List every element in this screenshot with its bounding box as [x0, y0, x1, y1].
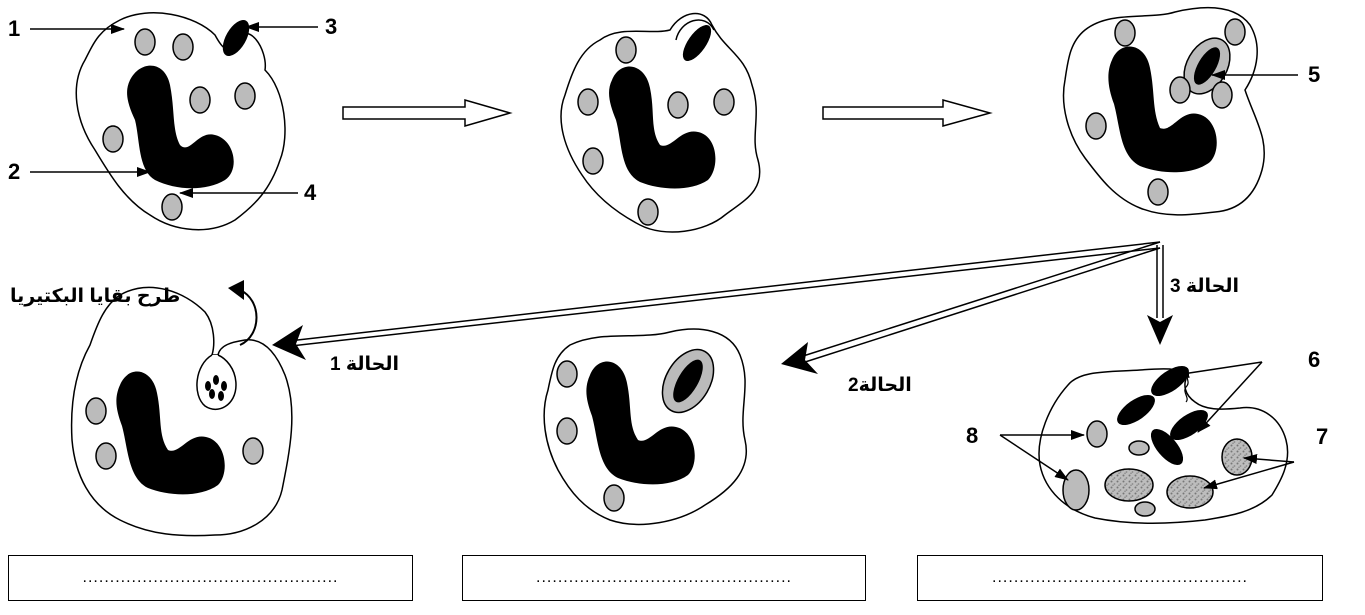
arrowhead-case-2 — [781, 342, 818, 374]
caption-case-2: الحالة2 — [848, 375, 912, 396]
granule — [713, 88, 735, 116]
bacterium — [1170, 409, 1208, 441]
granule — [556, 360, 578, 388]
bacterium — [673, 359, 703, 403]
arrowhead-case-3 — [1147, 315, 1173, 345]
cell-1-nucleus — [127, 65, 234, 189]
pointer-6a — [1175, 361, 1263, 379]
answer-box-case-3[interactable]: ........................................… — [917, 555, 1323, 601]
cell-3 — [1062, 7, 1298, 216]
granule — [242, 437, 264, 465]
granule — [1211, 81, 1233, 109]
granule — [1062, 469, 1090, 511]
cell-1 — [30, 12, 318, 231]
label-4: 4 — [304, 180, 317, 205]
label-6: 6 — [1308, 347, 1321, 372]
bacteria-fragment — [209, 389, 215, 399]
label-2: 2 — [8, 159, 21, 184]
bacterium — [1150, 428, 1184, 466]
pointer-7a — [1243, 454, 1295, 465]
granule — [603, 484, 625, 512]
process-arrow — [822, 99, 993, 127]
cell-2-nucleus — [609, 66, 716, 189]
granule — [95, 442, 117, 470]
expel-arrowhead — [228, 280, 244, 300]
granule — [615, 36, 637, 64]
granule — [1169, 76, 1191, 104]
granule — [1128, 440, 1150, 456]
granule — [1085, 112, 1107, 140]
cell-2-membrane — [560, 12, 761, 233]
pointer-6b — [1197, 361, 1263, 433]
granule — [582, 147, 604, 175]
cell-2-vacuole-edge — [675, 19, 715, 41]
answer-box-case-1[interactable]: ........................................… — [8, 555, 413, 601]
digested-bacterium — [1104, 468, 1154, 502]
cell-case-3 — [999, 361, 1295, 524]
process-arrow — [342, 99, 513, 127]
granule — [1114, 19, 1136, 47]
granule — [556, 417, 578, 445]
cell-case-1-nucleus — [116, 371, 225, 495]
caption-case-3: الحالة 3 — [1170, 276, 1239, 297]
granule — [1086, 420, 1108, 448]
digested-bacterium — [1221, 438, 1253, 476]
cell-case-1-membrane — [70, 286, 293, 537]
granule — [667, 91, 689, 119]
bacteria-fragment — [221, 381, 227, 391]
granule — [637, 198, 659, 226]
cell-2 — [560, 12, 761, 233]
digested-bacterium — [1166, 475, 1214, 509]
granule — [172, 33, 194, 61]
pointer-8b — [999, 434, 1069, 481]
caption-expel-bacteria-remains: طرح بقايا البكتيريا — [10, 286, 181, 307]
granule — [577, 88, 599, 116]
bacteria-fragment — [205, 381, 211, 391]
bacterium — [682, 25, 712, 61]
label-7: 7 — [1316, 424, 1329, 449]
label-8: 8 — [966, 423, 979, 448]
bacteria-fragment — [218, 391, 224, 401]
bacterium — [1117, 394, 1155, 426]
branch-arrows — [272, 241, 1173, 374]
caption-case-1: الحالة 1 — [330, 354, 399, 375]
granule — [102, 125, 124, 153]
arrowhead-case-1 — [272, 325, 306, 360]
bacteria-fragment — [213, 375, 219, 385]
label-5: 5 — [1308, 62, 1321, 87]
granule — [189, 86, 211, 114]
label-1: 1 — [8, 16, 21, 41]
granule — [85, 397, 107, 425]
bacterium — [1193, 47, 1221, 85]
granule — [1147, 178, 1169, 206]
granule — [1134, 501, 1156, 517]
pointer-7b — [1203, 461, 1295, 490]
cell-case-2-nucleus — [586, 361, 695, 485]
expel-curved-arrow — [239, 289, 258, 346]
granule — [134, 28, 156, 56]
granule — [234, 82, 256, 110]
bacterium — [222, 19, 250, 57]
cell-case-1 — [70, 280, 293, 537]
label-3: 3 — [325, 14, 338, 39]
cell-case-2 — [543, 328, 748, 526]
granule — [1224, 18, 1246, 46]
cell-3-nucleus — [1108, 46, 1217, 173]
answer-box-case-2[interactable]: ........................................… — [462, 555, 866, 601]
granule — [161, 193, 183, 221]
